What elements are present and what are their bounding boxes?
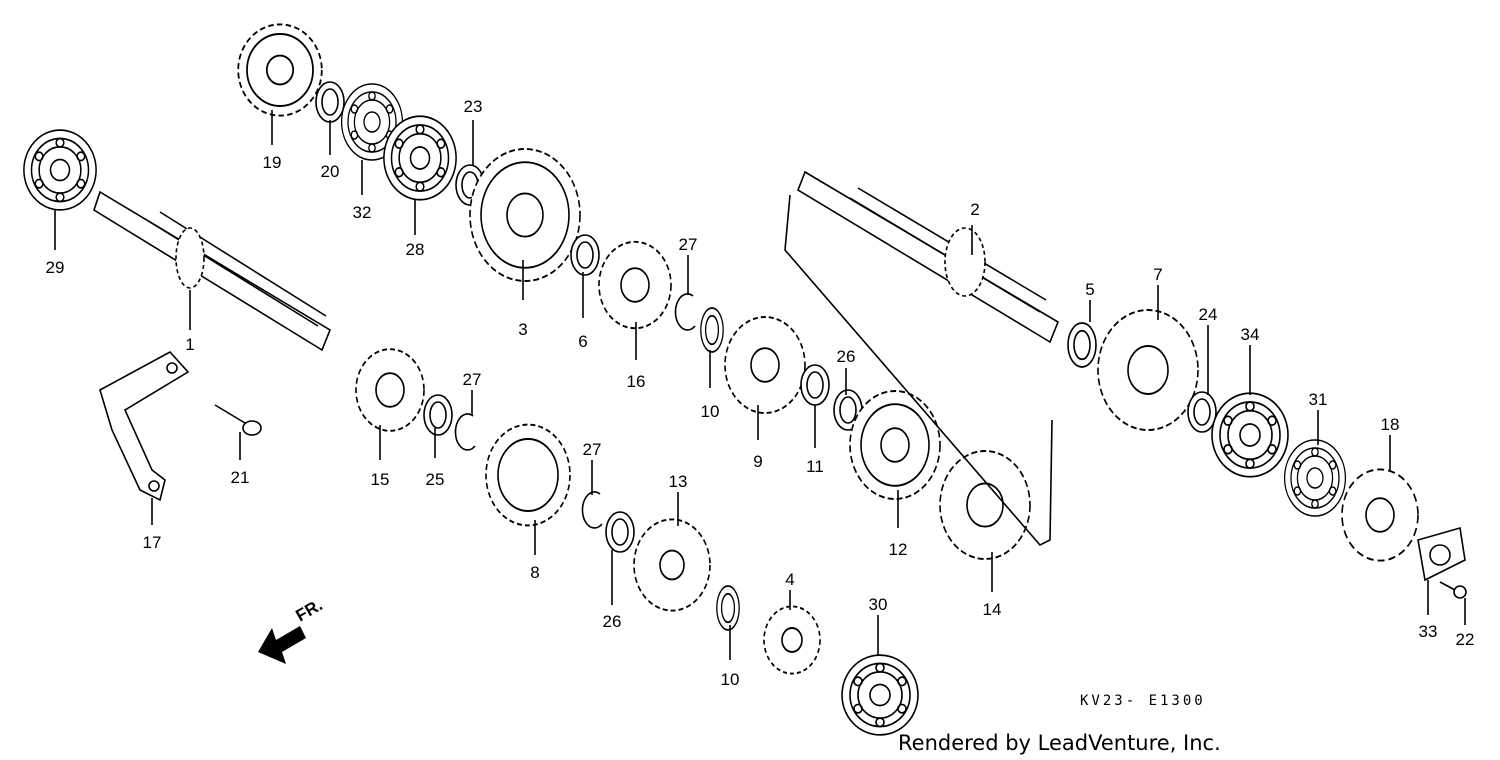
callout-26a: 26	[837, 347, 856, 366]
gear-9	[724, 316, 806, 414]
callout-24: 24	[1199, 305, 1218, 324]
callout-13: 13	[669, 472, 688, 491]
bearing-29	[23, 129, 97, 211]
callout-2: 2	[970, 200, 979, 219]
callout-17: 17	[143, 533, 162, 552]
bolt-21	[214, 404, 262, 436]
callout-28: 28	[406, 240, 425, 259]
front-direction-arrow-icon	[258, 626, 306, 664]
gear-8	[485, 423, 571, 527]
callout-15: 15	[371, 470, 390, 489]
callout-20: 20	[321, 162, 340, 181]
callout-3: 3	[518, 320, 527, 339]
callout-27b: 27	[583, 440, 602, 459]
callout-22: 22	[1456, 630, 1475, 649]
gear-3	[469, 148, 581, 282]
callout-6: 6	[578, 332, 587, 351]
clip-27c	[581, 491, 603, 529]
bearing-30	[841, 654, 919, 736]
callout-1: 1	[185, 335, 194, 354]
gear-14	[939, 450, 1031, 560]
leader-lines	[54, 110, 1466, 660]
washer-25	[423, 394, 453, 436]
callout-25: 25	[426, 470, 445, 489]
gear-15	[355, 348, 425, 432]
collar-5	[1067, 322, 1097, 368]
gear-13	[633, 518, 711, 612]
gear-7	[1097, 309, 1199, 431]
callout-14: 14	[983, 600, 1002, 619]
callout-34: 34	[1241, 325, 1260, 344]
callout-9: 9	[753, 452, 762, 471]
callout-26b: 26	[603, 612, 622, 631]
clip-27b	[454, 413, 476, 451]
callout-33: 33	[1419, 622, 1438, 641]
washer-24	[1187, 391, 1217, 433]
callout-27c: 27	[679, 235, 698, 254]
bearing-28	[383, 115, 457, 201]
callout-32: 32	[353, 203, 372, 222]
mainshaft-1	[93, 190, 331, 352]
bearing-34	[1211, 392, 1289, 478]
callout-18: 18	[1381, 415, 1400, 434]
callout-7: 7	[1153, 265, 1162, 284]
callout-10b: 10	[721, 670, 740, 689]
gear-12	[849, 390, 941, 500]
callout-8: 8	[530, 563, 539, 582]
washer-11	[800, 364, 830, 406]
callout-12: 12	[889, 540, 908, 559]
callout-23: 23	[464, 97, 483, 116]
callout-16: 16	[627, 372, 646, 391]
countershaft-2	[797, 170, 1059, 344]
callout-21: 21	[231, 468, 250, 487]
shaft-2-assembly-bracket	[784, 194, 1053, 546]
sprocket-18	[1341, 468, 1419, 562]
bushing-10a	[699, 307, 725, 353]
render-credit: Rendered by LeadVenture, Inc.	[898, 731, 1221, 755]
callout-4: 4	[785, 570, 794, 589]
collar-20	[315, 81, 345, 123]
washer-26b	[605, 511, 635, 553]
callout-5: 5	[1085, 280, 1094, 299]
oil-seal-31	[1283, 439, 1347, 517]
callout-19: 19	[263, 153, 282, 172]
gear-16	[598, 240, 672, 330]
clip-27a	[674, 293, 696, 331]
callout-30: 30	[869, 595, 888, 614]
bushing-10b	[715, 585, 741, 631]
plate-33	[1417, 526, 1466, 582]
callout-31: 31	[1309, 390, 1328, 409]
plate-17	[99, 350, 190, 502]
drawing-code: KV23- E1300	[1080, 693, 1206, 709]
front-direction-label: FR.	[293, 595, 326, 625]
gear-19	[237, 23, 323, 117]
callout-11: 11	[806, 457, 824, 476]
callout-27a: 27	[463, 370, 482, 389]
gear-4	[763, 605, 821, 675]
callout-10a: 10	[701, 402, 720, 421]
bushing-6	[570, 234, 600, 276]
callout-29: 29	[46, 258, 65, 277]
bolt-22	[1439, 581, 1467, 599]
